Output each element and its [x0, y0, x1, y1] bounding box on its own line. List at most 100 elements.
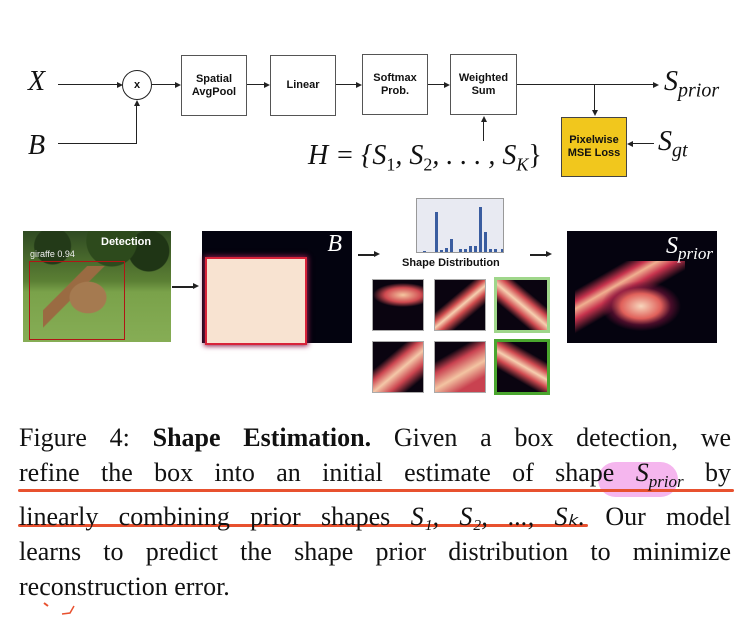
caption-line: refine the box into an initial estimate …	[19, 455, 731, 499]
block-label: MSE Loss	[567, 147, 621, 159]
prior-shape-1	[372, 279, 424, 331]
connector	[247, 84, 264, 86]
subscript: prior	[678, 243, 713, 263]
connector	[428, 84, 444, 86]
prior-shape-6-highlighted	[494, 339, 550, 395]
b-vertical-connector	[136, 103, 138, 144]
connector	[530, 254, 547, 256]
detection-class-label: giraffe 0.94	[30, 249, 75, 259]
arrow-icon	[117, 82, 123, 88]
gt-connector	[632, 143, 654, 145]
prior-shape-4	[372, 341, 424, 393]
multiply-node: x	[122, 70, 152, 100]
arrow-icon	[134, 100, 140, 106]
arrow-icon	[592, 110, 598, 116]
math-s-prior: Sprior	[635, 458, 684, 491]
figure-label: Figure 4:	[19, 423, 130, 452]
arrow-icon	[546, 251, 552, 257]
detection-title: Detection	[101, 236, 152, 248]
detection-photo: giraffe 0.94 Detection	[23, 231, 171, 342]
hist-bar	[450, 239, 453, 252]
hist-bar	[423, 251, 426, 252]
math-prior-shapes: S₁, S₂, ..., Sₖ.	[410, 502, 586, 532]
prior-shape-2	[434, 279, 486, 331]
prior-shape-5	[434, 341, 486, 393]
hist-bar	[440, 250, 443, 252]
hist-bar	[479, 207, 482, 252]
multiply-symbol: x	[133, 79, 141, 91]
arrow-icon	[444, 82, 450, 88]
block-label: Spatial	[195, 72, 233, 85]
block-label: Sum	[471, 84, 496, 97]
ground-truth-s-gt: Sgt	[658, 126, 688, 163]
caption-line: linearly combining prior shapes S₁, S₂, …	[19, 499, 731, 534]
caption-text: reconstruction error.	[19, 572, 230, 602]
box-mask	[207, 259, 305, 343]
output-s-prior: Sprior	[664, 66, 719, 103]
b-connector	[58, 143, 137, 145]
arrow-icon	[653, 82, 659, 88]
input-b-label: B	[28, 130, 46, 161]
red-underline	[18, 489, 734, 492]
hist-bar	[489, 249, 492, 252]
symbol: S	[658, 126, 672, 157]
input-x-label: X	[28, 66, 46, 97]
connector	[172, 286, 194, 288]
caption-text: linearly combining prior shapes	[19, 502, 391, 532]
hist-bar	[464, 249, 467, 252]
subscript: prior	[678, 79, 720, 102]
eq-part: H = {S	[308, 140, 387, 171]
caption-text: Given a box detection, we	[393, 423, 732, 452]
shape-prior-label: Sprior	[666, 233, 713, 264]
caption-text: Our model	[605, 502, 732, 532]
connector	[358, 254, 375, 256]
shape-set-equation: H = {S1, S2, . . . , SK}	[308, 140, 542, 176]
arrow-icon	[374, 251, 380, 257]
eq-part: }	[528, 140, 542, 171]
eq-sub: K	[516, 154, 529, 175]
caption-text: by	[705, 458, 732, 487]
symbol: S	[635, 458, 649, 487]
output-connector	[517, 84, 653, 86]
caption-text: learns to predict the shape prior distri…	[19, 537, 731, 567]
shape-prior-heatmap	[575, 261, 685, 343]
symbol: S	[666, 233, 679, 259]
arrow-icon	[264, 82, 270, 88]
box-mask-panel: B	[202, 231, 352, 343]
shape-distribution-histogram	[416, 198, 504, 253]
hist-bar	[445, 248, 448, 252]
caption-line: reconstruction error.	[19, 569, 731, 604]
block-label: Weighted	[458, 71, 509, 84]
block-label: Linear	[286, 79, 320, 91]
hist-bar	[459, 249, 462, 252]
block-label: Prob.	[380, 84, 410, 97]
arrow-icon	[627, 141, 633, 147]
caption-text: refine the box into an initial estimate …	[19, 458, 615, 487]
x-connector	[58, 84, 120, 86]
giraffe	[43, 266, 118, 336]
prior-shape-3-highlighted	[494, 277, 550, 333]
block-label: Softmax	[373, 71, 417, 84]
block-label: AvgPool	[191, 85, 237, 98]
subscript: gt	[672, 139, 688, 162]
red-underline	[18, 524, 588, 527]
arrow-icon	[175, 82, 181, 88]
arrow-icon	[481, 116, 487, 122]
subscript: prior	[648, 472, 684, 492]
hist-bar	[469, 246, 472, 252]
shape-prior-panel: Sprior	[567, 231, 717, 343]
eq-part: , S	[395, 140, 424, 171]
eq-part: , . . . , S	[432, 140, 517, 171]
shape-distribution-label: Shape Distribution	[402, 257, 500, 269]
eq-sub: 1	[386, 154, 396, 175]
hist-bar	[501, 249, 503, 252]
arrow-icon	[356, 82, 362, 88]
hist-bar	[474, 246, 477, 252]
linear-block: Linear	[270, 55, 336, 116]
caption-line: learns to predict the shape prior distri…	[19, 534, 731, 569]
loss-connector	[594, 84, 596, 110]
